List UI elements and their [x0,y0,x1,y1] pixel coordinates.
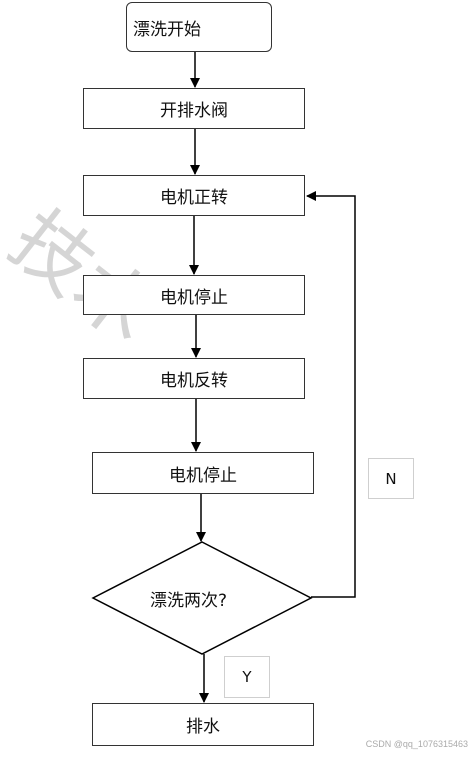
motor-reverse-label: 电机反转 [160,371,228,391]
motor-stop-node-2: 电机停止 [92,452,314,494]
open-drain-valve-node: 开排水阀 [83,88,305,129]
motor-forward-node: 电机正转 [83,175,305,216]
motor-stop-label-2: 电机停止 [169,465,237,486]
motor-stop-node-1: 电机停止 [83,275,305,315]
open-drain-valve-label: 开排水阀 [160,101,228,121]
branch-no-tag: N [368,458,414,499]
motor-stop-label-1: 电机停止 [160,287,228,308]
start-node: 漂洗开始 [126,2,272,52]
start-node-label: 漂洗开始 [133,19,201,40]
motor-forward-label: 电机正转 [160,188,228,208]
decision-diamond [91,541,313,655]
arrow-decision-loop-back [306,191,356,598]
branch-yes-label: Y [242,668,252,686]
drain-node: 排水 [92,703,314,746]
decision-label: 漂洗两次? [150,591,228,611]
branch-no-label: N [385,469,397,488]
source-credit: CSDN @qq_1076315463 [365,739,468,749]
drain-label: 排水 [186,717,220,737]
branch-yes-tag: Y [224,656,270,698]
motor-reverse-node: 电机反转 [83,358,305,399]
